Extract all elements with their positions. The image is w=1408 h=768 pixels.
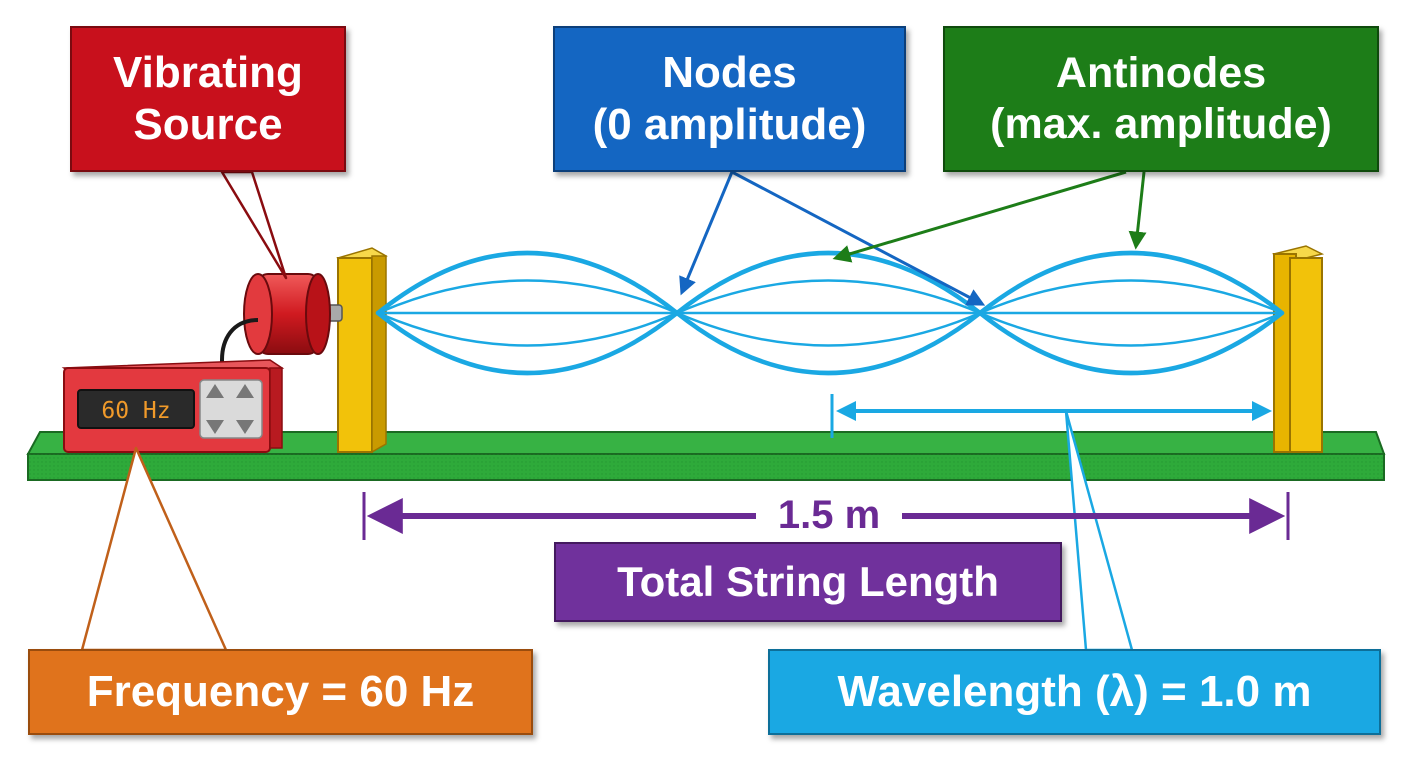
function-generator (61, 359, 285, 453)
up-arrow-icon (206, 384, 224, 398)
left-post (336, 247, 388, 454)
frequency-label: Frequency = 60 Hz (28, 649, 533, 735)
down-arrow-icon (206, 420, 224, 434)
down-arrow-icon (236, 420, 254, 434)
wavelength-text: Wavelength (λ) = 1.0 m (837, 667, 1312, 717)
nodes-label: Nodes (0 amplitude) (553, 26, 906, 172)
source-pointer (220, 170, 288, 280)
antinodes-label-line2: (max. amplitude) (990, 100, 1332, 148)
total-string-length-label: Total String Length (554, 542, 1062, 622)
total-length-dimension (362, 492, 1290, 540)
nodes-label-line1: Nodes (662, 48, 797, 98)
antinodes-label-line1: Antinodes (1055, 49, 1267, 98)
antinode-arrows (832, 170, 1147, 263)
source-label-line1: Vibrating (113, 48, 303, 98)
up-arrow-icon (236, 384, 254, 398)
antinodes-label: Antinodes (max. amplitude) (943, 26, 1379, 172)
node-arrows (679, 170, 986, 306)
source-label-line2: Source (133, 100, 283, 149)
vibrating-motor (243, 273, 343, 355)
wavelength-label: Wavelength (λ) = 1.0 m (768, 649, 1381, 735)
generator-display: 60 Hz (101, 398, 170, 424)
length-value: 1.5 m (778, 493, 880, 537)
standing-wave-string (375, 250, 1285, 376)
vibrating-source-label: Vibrating Source (70, 26, 346, 172)
frequency-text: Frequency = 60 Hz (86, 667, 475, 717)
right-post (1271, 245, 1325, 453)
wavelength-dimension (830, 394, 1272, 438)
total-length-text: Total String Length (617, 558, 999, 606)
cable (220, 318, 259, 368)
nodes-label-line2: (0 amplitude) (592, 100, 867, 149)
